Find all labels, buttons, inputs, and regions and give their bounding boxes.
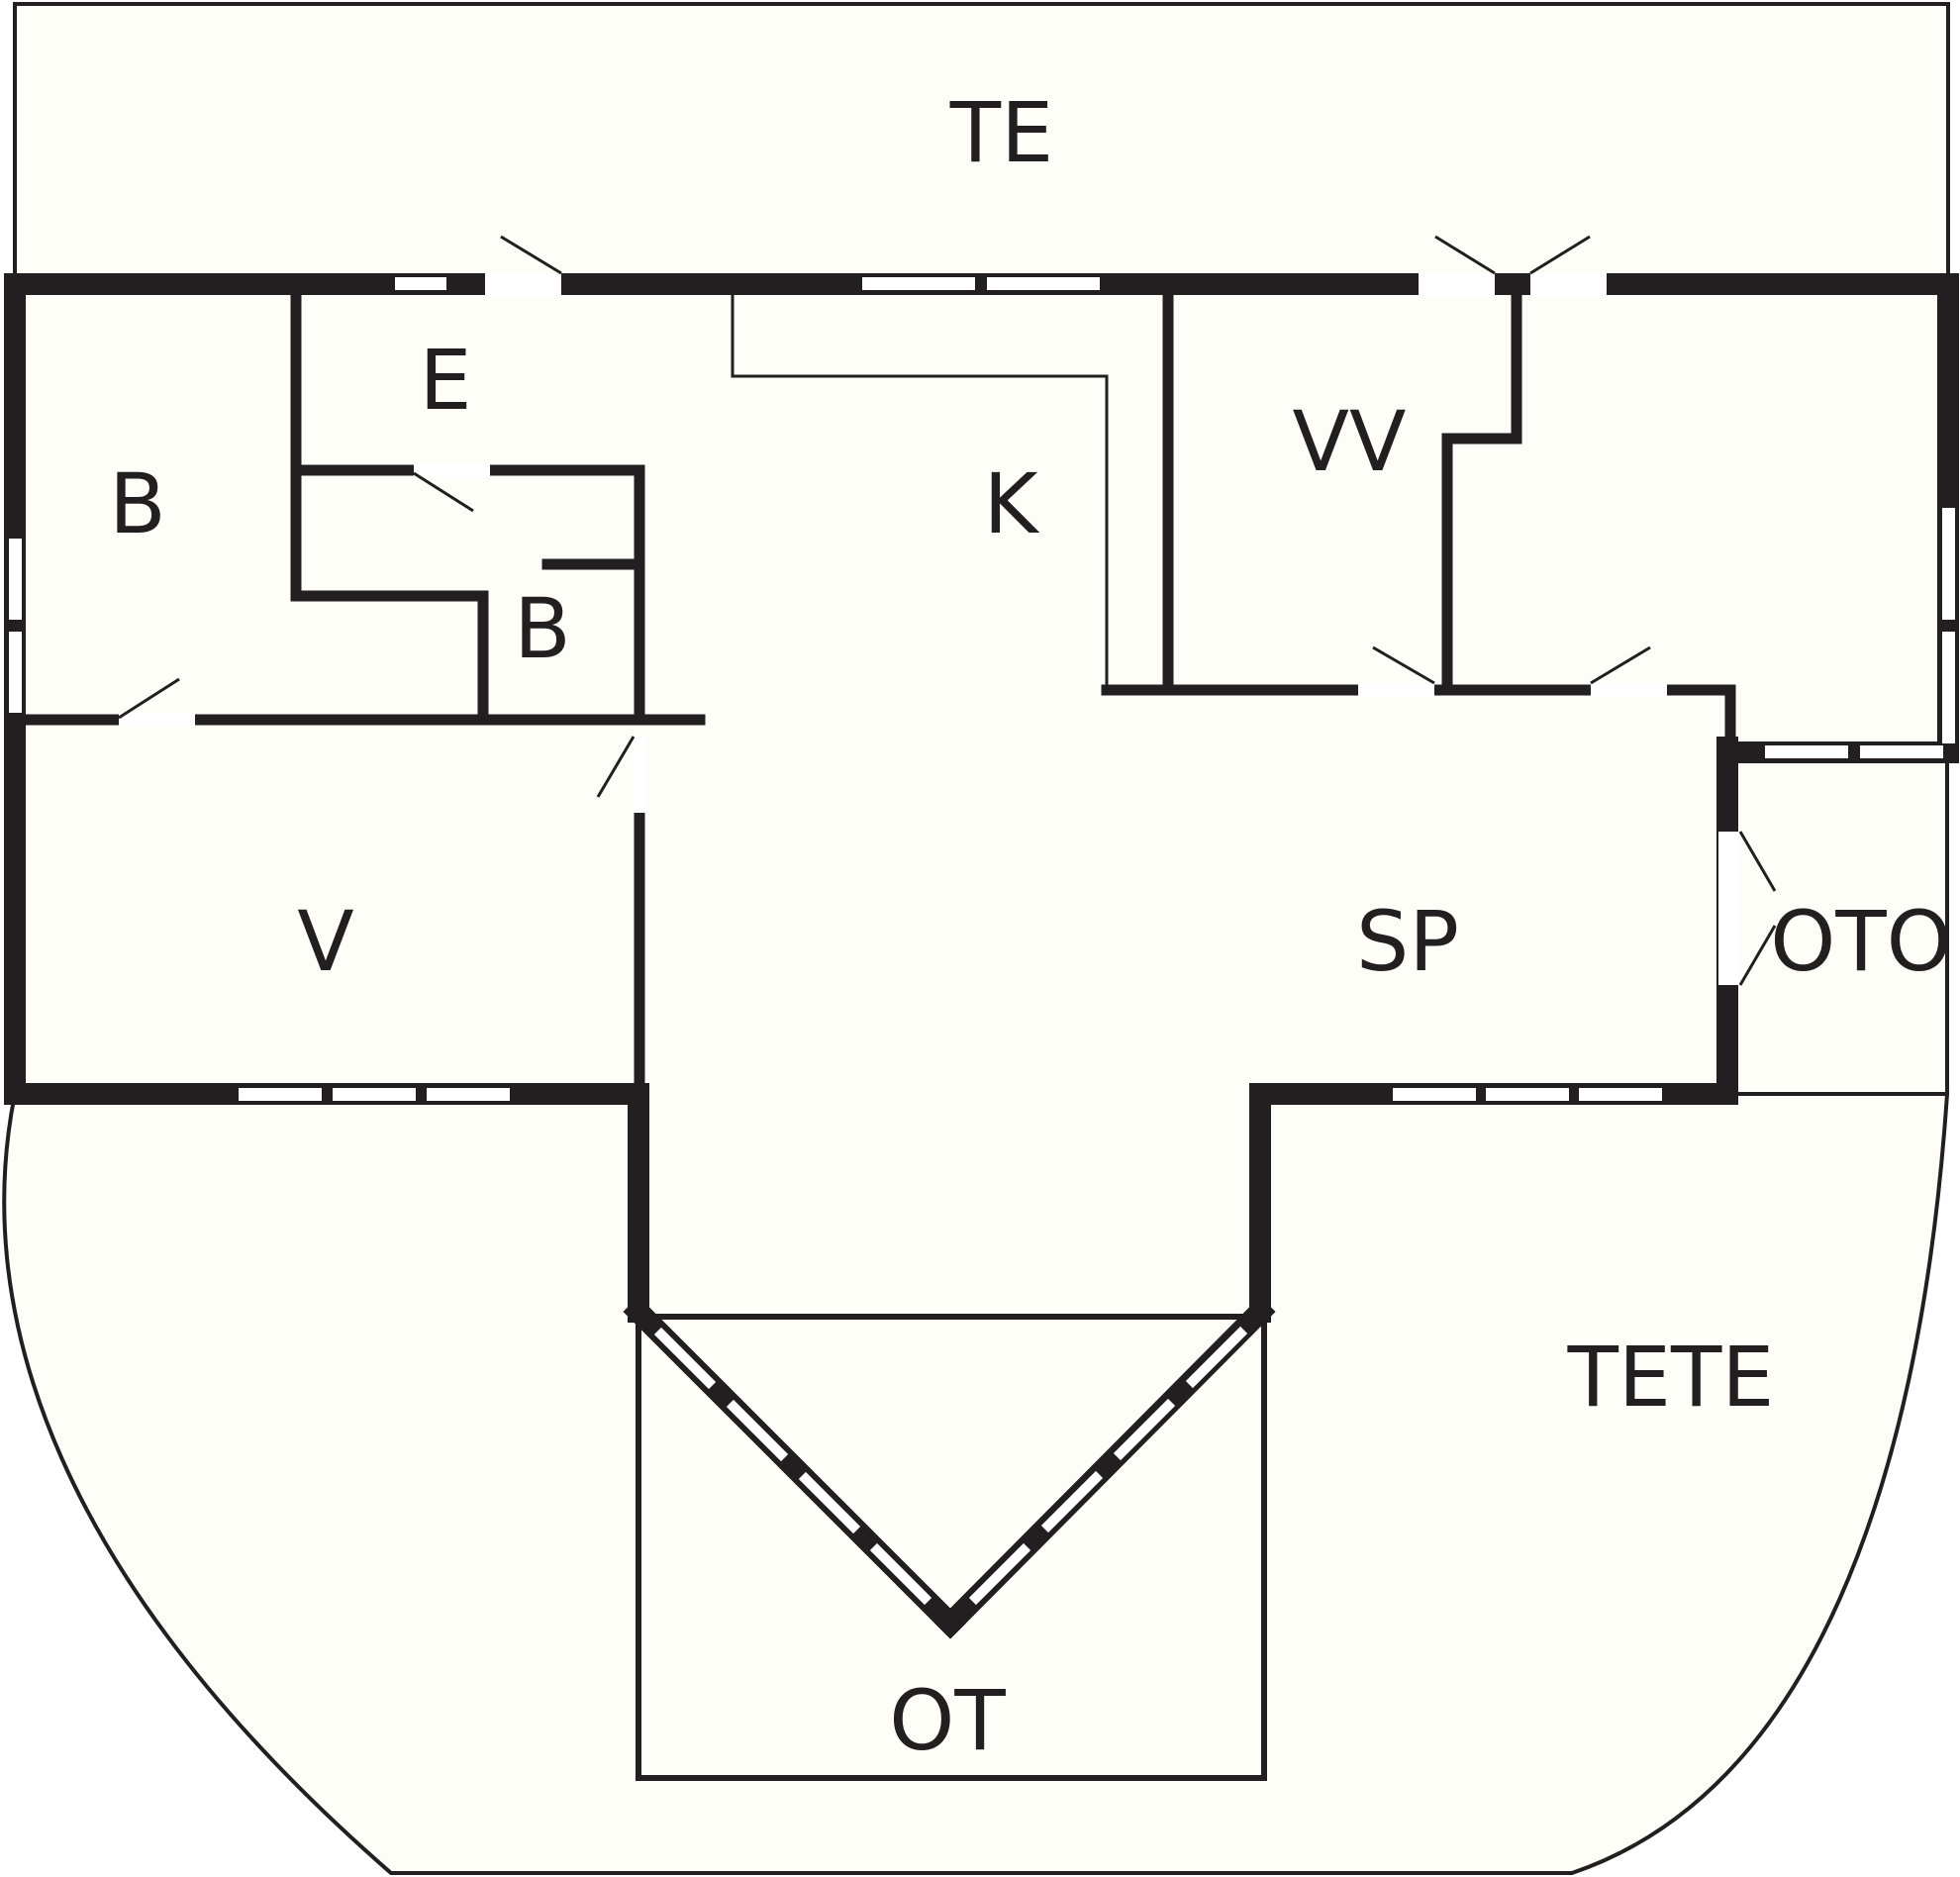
door-swing-bedroom (118, 677, 180, 720)
door-swing-terrace-a (1434, 235, 1496, 275)
door-openings (119, 272, 1738, 985)
diagonal-windows (651, 1324, 1250, 1608)
door-swing-living (596, 736, 636, 798)
window-sauna-a (1391, 1086, 1478, 1103)
window-diag-right-4 (1183, 1324, 1250, 1391)
room-label-entrance: E (419, 332, 471, 429)
room-label-terrace-top: TE (949, 84, 1053, 181)
window-living-b (331, 1086, 418, 1103)
window-diag-right-1 (966, 1540, 1033, 1608)
door-swings (118, 235, 1777, 986)
window-left-b (7, 630, 24, 715)
window-diag-left-1 (651, 1325, 719, 1392)
window-top-left (393, 275, 448, 292)
window-oto-b (1858, 743, 1945, 760)
window-diag-left-2 (724, 1397, 791, 1464)
window-top-kitchen-a (860, 275, 977, 292)
house-floor (15, 283, 1948, 1619)
room-label-kitchen: K (983, 455, 1039, 552)
window-right-a (1940, 506, 1957, 622)
window-living-c (425, 1086, 512, 1103)
door-gap-terrace-b (1530, 272, 1607, 296)
room-label-sauna: SP (1356, 893, 1459, 990)
wall-vv-inner (1441, 286, 1522, 692)
window-top-kitchen-b (985, 275, 1102, 292)
door-swing-entrance (500, 235, 562, 275)
window-diag-right-3 (1111, 1396, 1178, 1463)
room-label-bedroom-small: B (514, 580, 571, 677)
door-gap-oto (1718, 832, 1738, 985)
wall-vv-bottom (1101, 684, 1736, 748)
door-gap-terrace-a (1419, 272, 1495, 296)
door-gap-bedroom (119, 713, 195, 727)
door-swing-oto-b (1738, 925, 1777, 986)
door-swing-sauna (1590, 645, 1651, 685)
room-label-terrace-bottom: TETE (1567, 1329, 1775, 1426)
window-right-b (1940, 630, 1957, 745)
window-diag-left-3 (796, 1469, 863, 1536)
room-label-living: V (297, 893, 353, 990)
window-diag-left-4 (867, 1540, 934, 1608)
terrace-top-area (13, 2, 1950, 285)
door-gap-sauna (1591, 683, 1667, 697)
room-label-bathroom: VV (1293, 393, 1407, 490)
kitchen-counter (731, 292, 1109, 690)
door-gap-living (633, 737, 646, 813)
windows (7, 275, 1957, 1103)
door-swing-terrace-b (1529, 235, 1591, 275)
room-label-outdoor-area: OT (889, 1672, 1006, 1769)
wall-bottom-left (4, 1083, 649, 1323)
door-swing-wc (413, 471, 474, 513)
room-label-outdoor-room: OTO (1770, 893, 1952, 990)
outdoor-area-outline (636, 1314, 1267, 1781)
window-left-a (7, 537, 24, 622)
door-swing-vv (1372, 645, 1435, 685)
window-sauna-c (1577, 1086, 1664, 1103)
door-gap-entrance (485, 272, 561, 296)
window-diag-right-2 (1038, 1468, 1106, 1535)
door-gap-wc (414, 463, 490, 477)
window-oto-a (1763, 743, 1850, 760)
door-gap-vv (1358, 683, 1434, 697)
room-label-bedroom-left: B (109, 455, 166, 552)
window-sauna-b (1484, 1086, 1571, 1103)
wall-e-left (290, 286, 489, 726)
window-living-a (237, 1086, 324, 1103)
wall-e-bottom (290, 464, 645, 726)
door-swing-oto-a (1738, 831, 1777, 892)
